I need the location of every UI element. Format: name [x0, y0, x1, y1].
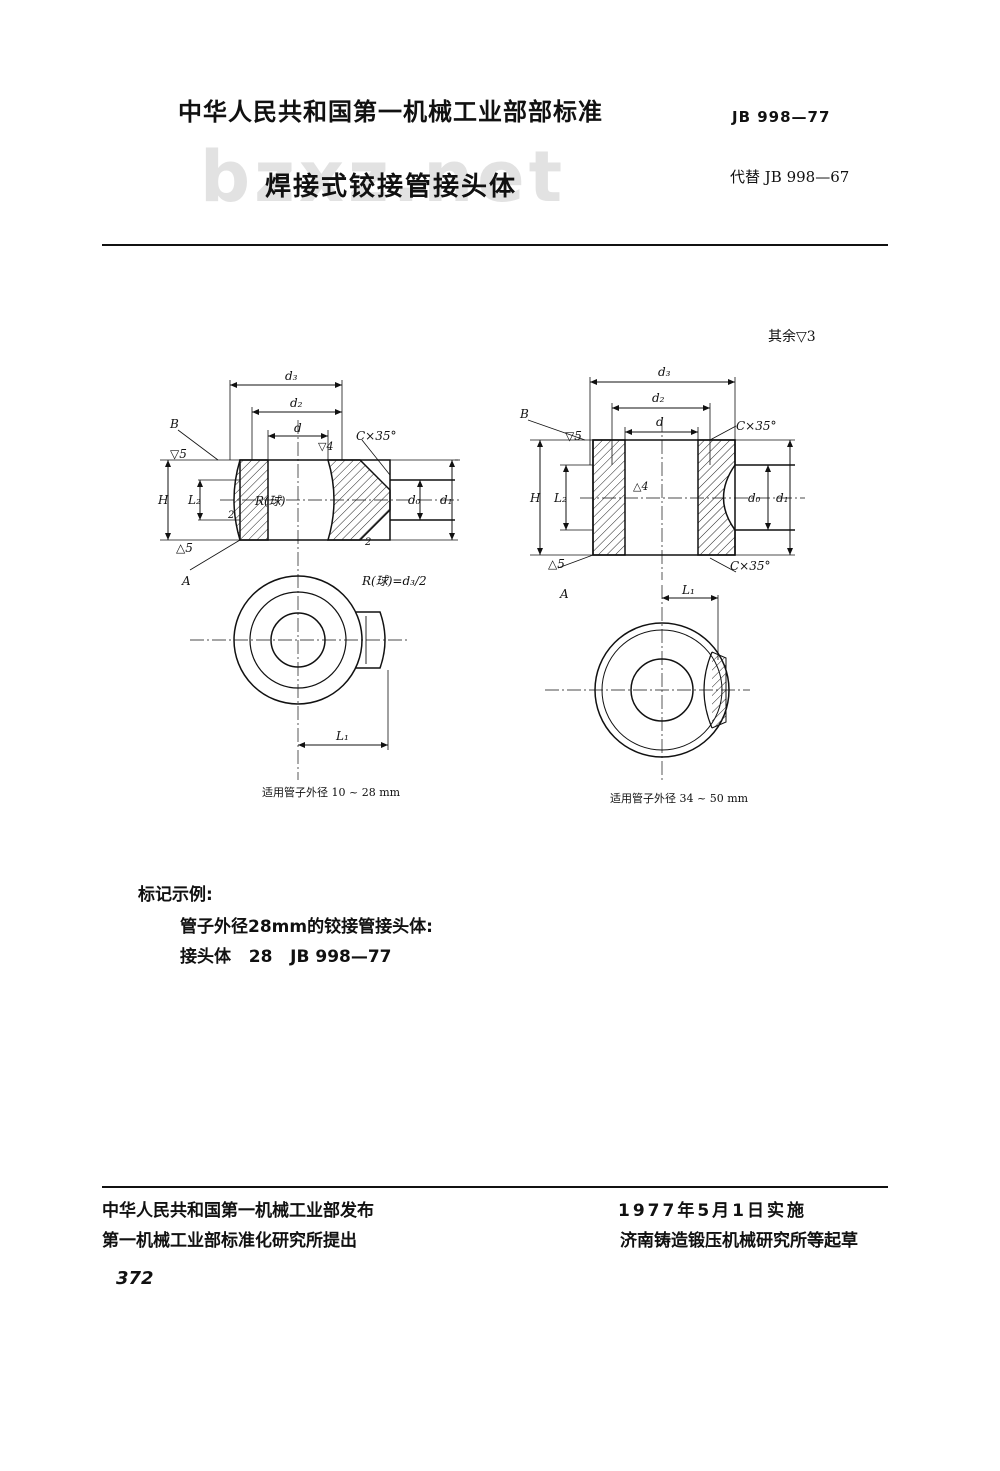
left-view-caption: 适用管子外径 10 ~ 28 mm	[262, 786, 401, 799]
header-rule	[102, 244, 888, 246]
svg-text:R(球): R(球)	[254, 494, 286, 508]
replaces-note: 代替 JB 998—67	[730, 168, 850, 186]
svg-text:△5: △5	[548, 557, 565, 571]
document-title: 焊接式铰接管接头体	[265, 172, 518, 202]
svg-text:d₀: d₀	[748, 491, 761, 505]
svg-text:L₁: L₁	[335, 729, 349, 743]
svg-text:H: H	[157, 493, 169, 507]
example-line-2: 接头体 28 JB 998—77	[180, 947, 392, 967]
technical-drawing: d₃ d₂ d C×35° B ▽5 ▽4 H L₂ R(球) 2 2 d₀ d…	[157, 365, 805, 780]
svg-text:R(球)=d₃/2: R(球)=d₃/2	[361, 574, 427, 588]
proposer: 第一机械工业部标准化研究所提出	[102, 1231, 357, 1251]
svg-text:▽4: ▽4	[318, 440, 333, 453]
svg-text:A: A	[181, 574, 191, 588]
surface-finish-note: 其余▽3	[768, 329, 816, 345]
svg-text:H: H	[529, 491, 541, 505]
svg-text:2: 2	[227, 510, 234, 521]
svg-text:△5: △5	[176, 541, 193, 555]
svg-text:d: d	[656, 415, 664, 429]
svg-text:C×35°: C×35°	[730, 559, 771, 573]
svg-text:2: 2	[364, 537, 371, 548]
svg-text:▽5: ▽5	[170, 447, 187, 461]
svg-text:d: d	[294, 421, 302, 435]
svg-text:▽5: ▽5	[565, 429, 582, 443]
left-section-view: d₃ d₂ d C×35° B ▽5 ▽4 H L₂ R(球) 2 2 d₀ d…	[157, 369, 460, 780]
issuer: 中华人民共和国第一机械工业部发布	[102, 1201, 374, 1221]
right-section-view: d₃ d₂ d B ▽5 C×35° H L₂ △4 d₀ d₁ △5 A C×…	[519, 365, 805, 780]
svg-text:d₃: d₃	[285, 369, 298, 383]
svg-text:L₂: L₂	[553, 491, 567, 505]
svg-text:d₁: d₁	[776, 491, 789, 505]
page-number: 372	[116, 1268, 154, 1289]
example-line-1: 管子外径28mm的铰接管接头体:	[180, 917, 433, 937]
drafter: 济南铸造锻压机械研究所等起草	[620, 1231, 858, 1251]
svg-text:L₁: L₁	[681, 583, 695, 597]
svg-text:L₂: L₂	[187, 493, 201, 507]
svg-text:B: B	[169, 417, 179, 431]
footer-rule	[102, 1186, 888, 1188]
right-view-caption: 适用管子外径 34 ~ 50 mm	[610, 792, 749, 805]
svg-text:d₃: d₃	[658, 365, 671, 379]
effective-date: 1977年5月1日实施	[618, 1201, 807, 1221]
svg-text:d₀: d₀	[408, 493, 421, 507]
svg-text:A: A	[559, 587, 569, 601]
svg-text:d₁: d₁	[440, 493, 453, 507]
svg-text:d₂: d₂	[652, 391, 665, 405]
svg-text:B: B	[519, 407, 529, 421]
publisher-title: 中华人民共和国第一机械工业部部标准	[178, 98, 603, 126]
standard-code: JB 998—77	[732, 108, 831, 126]
example-heading: 标记示例:	[138, 885, 213, 905]
watermark: bzxz.net	[200, 136, 567, 218]
svg-text:△4: △4	[633, 480, 648, 493]
svg-text:C×35°: C×35°	[736, 419, 777, 433]
svg-text:C×35°: C×35°	[356, 429, 397, 443]
svg-text:d₂: d₂	[290, 396, 303, 410]
